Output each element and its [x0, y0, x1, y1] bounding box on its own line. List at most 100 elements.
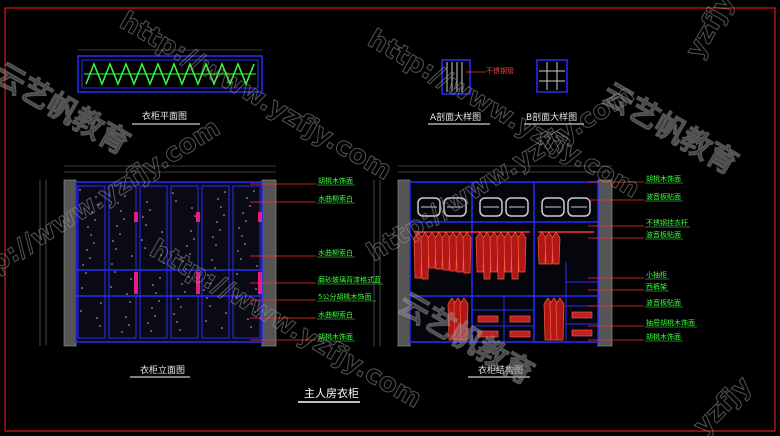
glass-speck	[163, 262, 165, 264]
storage-box	[443, 197, 467, 217]
glass-speck	[149, 209, 151, 211]
elevation-door	[108, 185, 137, 339]
glass-speck	[250, 326, 252, 328]
glass-speck	[98, 204, 100, 206]
door-handle	[134, 212, 138, 222]
glass-speck	[94, 219, 96, 221]
glass-speck	[238, 227, 240, 229]
annotation-text: 波音板贴面	[646, 298, 681, 307]
glass-speck	[158, 300, 160, 302]
glass-speck	[79, 189, 81, 191]
elevation-label: 衣柜立面图	[140, 364, 185, 376]
glass-speck	[89, 257, 91, 259]
glass-speck	[117, 202, 119, 204]
annotation-text: 水曲柳索白	[318, 310, 353, 319]
glass-speck	[152, 284, 154, 286]
door-handle	[258, 212, 262, 222]
section-a-label: A剖面大样图	[430, 111, 481, 123]
glass-speck	[95, 196, 97, 198]
glass-speck	[175, 200, 177, 202]
glass-speck	[160, 254, 162, 256]
glass-speck	[251, 303, 253, 305]
glass-speck	[210, 282, 212, 284]
glass-speck	[121, 331, 123, 333]
glass-speck	[93, 242, 95, 244]
glass-speck	[182, 260, 184, 262]
glass-speck	[209, 305, 211, 307]
glass-speck	[129, 301, 131, 303]
glass-speck	[245, 220, 247, 222]
glass-speck	[150, 330, 152, 332]
hanging-garment	[555, 297, 565, 341]
glass-speck	[177, 298, 179, 300]
glass-speck	[254, 311, 256, 313]
glass-speck	[203, 289, 205, 291]
hanging-garment	[427, 231, 437, 269]
glass-speck	[253, 190, 255, 192]
glass-speck	[193, 238, 195, 240]
glass-speck	[179, 329, 181, 331]
glass-speck	[112, 240, 114, 242]
glass-speck	[87, 226, 89, 228]
glass-speck	[173, 313, 175, 315]
glass-speck	[212, 236, 214, 238]
annotation-text: 胡桃木饰面	[646, 332, 681, 341]
watermark-short-1: yzfjy	[680, 0, 741, 64]
glass-speck	[255, 288, 257, 290]
hanging-garment	[462, 231, 472, 274]
wardrobe-elevation-view	[39, 165, 277, 347]
annotation-text: 水曲柳索白	[318, 248, 353, 257]
section-b-label: B剖面大样图	[526, 111, 577, 123]
glass-speck	[220, 206, 222, 208]
plan-label: 衣柜平面图	[142, 110, 187, 122]
elevation-door	[77, 185, 106, 339]
glass-speck	[125, 316, 127, 318]
glass-speck	[244, 243, 246, 245]
glass-speck	[142, 216, 144, 218]
annotation-text: 5公分胡桃木饰面	[318, 292, 371, 301]
glass-speck	[256, 265, 258, 267]
glass-speck	[236, 273, 238, 275]
glass-speck	[126, 293, 128, 295]
glass-speck	[181, 283, 183, 285]
watermark-short-2: yzfjy	[688, 371, 758, 436]
glass-speck	[188, 276, 190, 278]
storage-box	[505, 197, 529, 217]
structure-label: 衣柜结构图	[478, 364, 523, 376]
storage-box	[417, 197, 441, 217]
annotation-text: 不锈钢挂衣杆	[646, 218, 688, 227]
storage-box	[479, 197, 503, 217]
glass-speck	[215, 244, 217, 246]
glass-speck	[115, 248, 117, 250]
elevation-annotations: 胡桃木饰面水曲柳索白水曲柳索白磨砂玻璃背漆格式蓝5公分胡桃木饰面水曲柳索白胡桃木…	[250, 176, 383, 342]
glass-speck	[221, 327, 223, 329]
glass-speck	[80, 310, 82, 312]
storage-box	[541, 197, 565, 217]
glass-speck	[219, 229, 221, 231]
glass-speck	[186, 245, 188, 247]
elevation-door	[232, 185, 261, 339]
glass-speck	[161, 231, 163, 233]
glass-speck	[237, 250, 239, 252]
annotation-text: 波音板贴面	[646, 230, 681, 239]
elevation-door	[139, 185, 168, 339]
glass-speck	[128, 324, 130, 326]
glass-speck	[207, 274, 209, 276]
annotation-text: 胡桃木饰面	[646, 174, 681, 183]
glass-speck	[180, 306, 182, 308]
hanging-garment	[551, 231, 561, 265]
glass-speck	[159, 277, 161, 279]
wardrobe-structure-view	[373, 165, 613, 347]
glass-speck	[86, 249, 88, 251]
glass-speck	[211, 259, 213, 261]
watermark-brand-1: 云艺帆教育	[0, 57, 135, 162]
hanging-garment	[517, 231, 527, 273]
glass-speck	[249, 205, 251, 207]
glass-speck	[191, 207, 193, 209]
hanging-garment	[537, 231, 547, 265]
hanging-garment	[544, 231, 554, 265]
glass-speck	[172, 192, 174, 194]
annotation-text: 西裤架	[646, 282, 667, 291]
glass-speck	[120, 210, 122, 212]
